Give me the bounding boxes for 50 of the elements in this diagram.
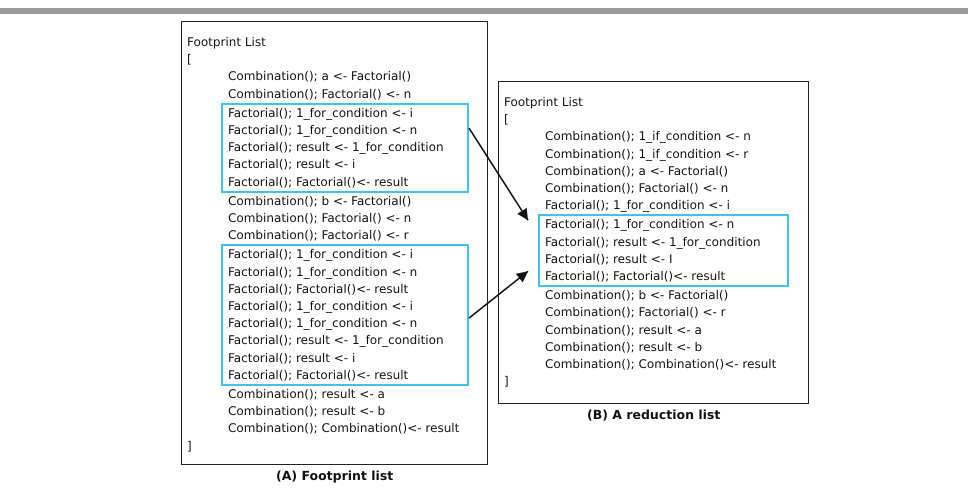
code-line: Combination(); Factorial() <- r bbox=[227, 227, 410, 244]
arrow bbox=[468, 128, 529, 221]
code-line: Combination(); Factorial() <- n bbox=[227, 210, 412, 228]
code-line: Factorial(); result <- 1_for_condition bbox=[228, 139, 445, 156]
highlight-box bbox=[538, 214, 789, 288]
code-line: Factorial(); 1_for_condition <- n bbox=[228, 122, 418, 140]
code-line: Factorial(); Factorial()<- result bbox=[228, 280, 410, 298]
code-line: Factorial(); 1_for_condition <- n bbox=[228, 264, 418, 281]
highlight-box bbox=[221, 102, 469, 193]
code-line: Combination(); b <- Factorial() bbox=[227, 192, 412, 210]
code-line: Factorial(); 1_for_condition <- n bbox=[228, 315, 418, 332]
code-line: [ bbox=[504, 111, 510, 128]
code-line: Combination(); result <- b bbox=[544, 338, 704, 356]
list-panel bbox=[181, 21, 488, 465]
code-line: Factorial(); 1_for_condition <- i bbox=[544, 197, 731, 214]
code-line: Combination(); result <- a bbox=[227, 386, 386, 404]
code-line: Combination(); Factorial() <- r bbox=[544, 304, 727, 322]
code-line: Combination(); a <- Factorial() bbox=[544, 162, 730, 180]
code-line: ] bbox=[504, 373, 510, 390]
panel-caption: (A) Footprint list bbox=[276, 468, 394, 483]
code-line: Combination(); Combination()<- result bbox=[544, 356, 778, 374]
code-line: Factorial(); result <- i bbox=[228, 156, 356, 174]
code-line: Combination(); Factorial() <- n bbox=[544, 180, 730, 198]
code-line: Footprint List bbox=[187, 34, 267, 51]
code-line: Factorial(); 1_for_condition <- i bbox=[228, 298, 414, 316]
code-line: Combination(); 1_if_condition <- n bbox=[544, 128, 752, 146]
code-line: Factorial(); Factorial()<- result bbox=[545, 268, 726, 286]
code-line: Combination(); b <- Factorial() bbox=[544, 287, 730, 304]
code-line: Factorial(); Factorial()<- result bbox=[228, 366, 410, 384]
code-line: Combination(); result <- b bbox=[227, 403, 386, 420]
code-line: Factorial(); Factorial()<- result bbox=[228, 174, 410, 191]
code-line: Combination(); result <- a bbox=[544, 322, 703, 339]
list-panel bbox=[498, 81, 809, 404]
arrow bbox=[468, 270, 528, 319]
code-line: Factorial(); result <- i bbox=[228, 350, 356, 367]
code-line: [ bbox=[187, 51, 193, 68]
code-line: Factorial(); result <- 1_for_condition bbox=[545, 234, 762, 251]
code-line: Combination(); 1_if_condition <- r bbox=[544, 146, 750, 163]
code-line: Footprint List bbox=[504, 94, 584, 111]
code-line: Combination(); Combination()<- result bbox=[227, 420, 460, 438]
code-line: ] bbox=[187, 438, 193, 455]
code-line: Combination(); Factorial() <- n bbox=[227, 86, 412, 103]
code-line: Factorial(); result <- I bbox=[545, 250, 674, 268]
code-line: Combination(); a <- Factorial() bbox=[227, 68, 412, 86]
panel-caption: (B) A reduction list bbox=[587, 407, 720, 422]
code-line: Factorial(); 1_for_condition <- i bbox=[228, 104, 414, 122]
highlight-box bbox=[221, 244, 469, 386]
code-line: Factorial(); 1_for_condition <- n bbox=[545, 216, 736, 234]
code-line: Factorial(); result <- 1_for_condition bbox=[228, 332, 445, 350]
code-line: Factorial(); 1_for_condition <- i bbox=[228, 246, 414, 264]
